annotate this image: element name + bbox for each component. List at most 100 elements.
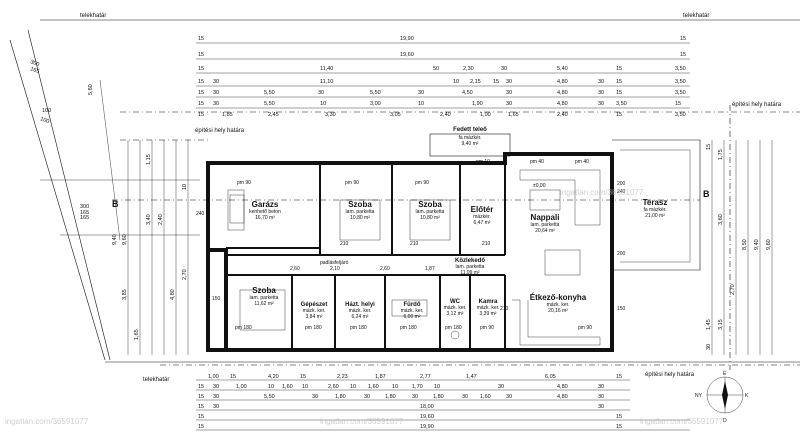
dim: 1,45 bbox=[706, 319, 712, 330]
dim: 18,00 bbox=[420, 404, 434, 410]
room-bedroom-2-floor: lam. parketta bbox=[416, 209, 445, 215]
dim: 10 bbox=[302, 384, 308, 390]
room-bedroom-1-name: Szoba bbox=[348, 200, 372, 209]
label: 2,60 bbox=[290, 266, 300, 272]
bottom-dimension-lines bbox=[196, 379, 690, 431]
room-labels: Garázs kenhető beton 16,70 m² Szoba lam.… bbox=[249, 198, 667, 320]
dim: 1,90 bbox=[472, 101, 483, 107]
dim: 30 bbox=[498, 384, 504, 390]
label: padlásfeljáró bbox=[320, 260, 349, 266]
label: 2,10 bbox=[330, 266, 340, 272]
exterior-walls bbox=[206, 152, 614, 352]
dim: 30 bbox=[506, 79, 512, 85]
dim: 165 bbox=[80, 210, 89, 216]
dim: 15 bbox=[675, 101, 681, 107]
room-kitchen-name: Étkező-konyha bbox=[530, 293, 587, 302]
dim: 50 bbox=[433, 66, 439, 72]
dim: 1,60 bbox=[282, 384, 293, 390]
dim: 30 bbox=[598, 90, 604, 96]
dim: 15 bbox=[616, 66, 622, 72]
dim: 15 bbox=[616, 79, 622, 85]
interior-labels: pm 90 pm 90 pm 90 pm 40 pm 40 ±0,00 pm 1… bbox=[196, 159, 626, 331]
label: 200 bbox=[617, 251, 626, 257]
dim: 30 bbox=[598, 101, 604, 107]
left-small-dims: 300 165 100 165 bbox=[29, 59, 89, 221]
label: pm 180 bbox=[350, 325, 367, 331]
dim: 3,00 bbox=[370, 101, 381, 107]
dim: 3,85 bbox=[122, 289, 128, 300]
dim: 10 bbox=[320, 101, 326, 107]
dim: 15 bbox=[198, 424, 204, 430]
build-limit-lines bbox=[120, 105, 800, 370]
dim: 3,60 bbox=[718, 214, 724, 225]
dim: 30 bbox=[213, 101, 219, 107]
section-label-right: B bbox=[703, 189, 710, 199]
dim: 30 bbox=[312, 394, 318, 400]
dim: 30 bbox=[598, 384, 604, 390]
dim: 30 bbox=[506, 90, 512, 96]
room-wc-floor: mázk. ker. bbox=[444, 305, 467, 311]
dim: 15 bbox=[198, 36, 204, 42]
room-bath-area: 6,00 m² bbox=[404, 314, 421, 320]
stair-hatch bbox=[229, 194, 245, 224]
room-bedroom-1-area: 10,80 m² bbox=[350, 215, 370, 221]
dim: 5,50 bbox=[370, 90, 381, 96]
dim: 3,50 bbox=[675, 79, 686, 85]
room-bedroom-2-name: Szoba bbox=[418, 200, 442, 209]
dim: 15 bbox=[493, 79, 499, 85]
dim: 1,87 bbox=[375, 374, 386, 380]
room-utility-name: Gépészet bbox=[301, 302, 328, 308]
dim: 4,80 bbox=[170, 289, 176, 300]
label: 210 bbox=[410, 241, 419, 247]
room-bedroom-3-floor: lam. parketta bbox=[250, 295, 279, 301]
dim: 15 bbox=[198, 112, 204, 118]
dim: 15 bbox=[706, 144, 712, 150]
label: pm 180 bbox=[400, 325, 417, 331]
room-terrace-area: 21,00 m² bbox=[645, 213, 665, 219]
dim: 3,05 bbox=[390, 112, 401, 118]
dim: 2,40 bbox=[440, 112, 451, 118]
room-household-area: 6,24 m² bbox=[352, 314, 369, 320]
build-limit-bottom-right: építési hely határa bbox=[645, 372, 695, 378]
dim: 2,40 bbox=[158, 214, 164, 225]
room-bedroom-3-area: 11,62 m² bbox=[254, 301, 274, 307]
dim: 15 bbox=[616, 374, 622, 380]
dim: 30 bbox=[213, 79, 219, 85]
dim: 5,50 bbox=[264, 90, 275, 96]
dim: 3,15 bbox=[718, 319, 724, 330]
kitchen-counter bbox=[512, 299, 601, 346]
dim: 15 bbox=[616, 112, 622, 118]
boundary-label-bottom-left: telekhatár bbox=[143, 377, 169, 383]
room-corridor-floor: lam. parketta bbox=[456, 264, 485, 270]
watermark: ingatlan.com/36591077 bbox=[640, 417, 724, 426]
dim: 15 bbox=[198, 101, 204, 107]
label: pm 180 bbox=[305, 325, 322, 331]
bathtub bbox=[391, 299, 428, 317]
dim: 4,80 bbox=[557, 394, 568, 400]
terrace-inner bbox=[620, 149, 691, 263]
room-bedroom-1-floor: lam. parketta bbox=[346, 209, 375, 215]
right-dimension-lines bbox=[711, 140, 773, 355]
dim: 19,90 bbox=[420, 424, 434, 430]
dim: 1,75 bbox=[718, 149, 724, 160]
dim: 15 bbox=[198, 79, 204, 85]
boundary-label-top-right: telekhatár bbox=[683, 13, 709, 19]
room-hall-area: 6,47 m² bbox=[474, 220, 491, 226]
dim: 15 bbox=[198, 66, 204, 72]
dim: 1,65 bbox=[508, 112, 519, 118]
compass-west: NY bbox=[695, 393, 703, 399]
dim: 30 bbox=[213, 394, 219, 400]
dim: 10 bbox=[434, 384, 440, 390]
room-living-area: 20,64 m² bbox=[535, 228, 555, 234]
dim: 1,47 bbox=[466, 374, 477, 380]
room-living-floor: lam. parketta bbox=[531, 222, 560, 228]
dim: 5,50 bbox=[264, 101, 275, 107]
room-garage-floor: kenhető beton bbox=[249, 209, 281, 215]
dim: 5,60 bbox=[88, 84, 94, 95]
dim: 15 bbox=[616, 424, 622, 430]
dim: 1,85 bbox=[222, 112, 233, 118]
watermark: ingatlan.com/36591077 bbox=[560, 188, 644, 197]
dim: 1,80 bbox=[385, 394, 396, 400]
bed bbox=[409, 199, 451, 241]
